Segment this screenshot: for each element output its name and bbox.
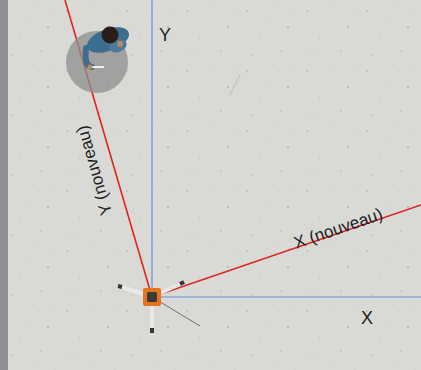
new-y-axis [65,0,152,297]
edge-strip [0,0,8,370]
tripod-device [118,282,200,333]
floor-mark [230,75,240,95]
new-x-axis [152,205,421,297]
axis-label: Y [159,26,171,44]
y-axis [151,0,152,297]
person [66,22,132,93]
axis-label: X [361,309,373,327]
x-axis [152,296,421,297]
